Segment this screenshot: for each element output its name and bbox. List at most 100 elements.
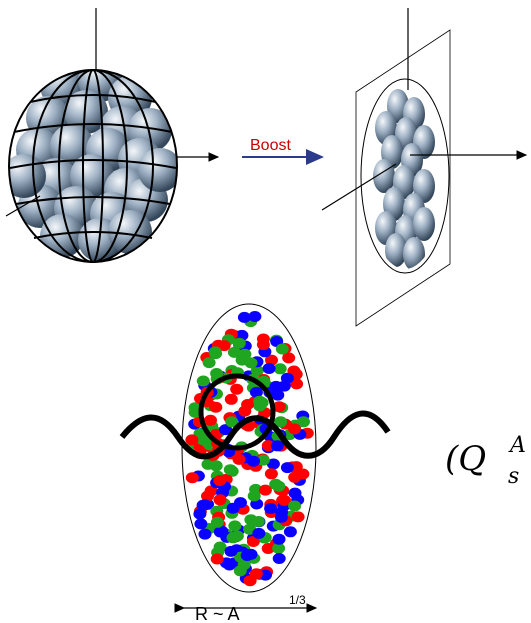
radius-exponent: 1/3: [289, 593, 306, 607]
parton: [252, 527, 266, 539]
parton: [210, 516, 224, 528]
parton: [278, 494, 291, 506]
parton: [224, 393, 238, 405]
parton: [249, 386, 263, 398]
parton: [297, 416, 310, 428]
nucleon: [108, 210, 152, 254]
parton: [280, 462, 294, 474]
parton: [213, 541, 227, 553]
parton: [226, 502, 240, 514]
parton: [225, 416, 239, 428]
parton: [215, 525, 229, 537]
parton: [204, 485, 218, 497]
parton: [291, 511, 305, 523]
parton: [188, 402, 202, 414]
parton: [247, 455, 260, 467]
boost-label: Boost: [250, 137, 291, 154]
parton: [238, 348, 252, 360]
parton-nucleus: R ~ A 1/3: [119, 303, 391, 623]
parton: [232, 337, 246, 349]
parton: [226, 532, 240, 544]
transverse-plane: [355, 29, 451, 327]
parton: [264, 468, 278, 480]
parton: [202, 357, 216, 369]
parton: [217, 340, 231, 352]
parton: [248, 311, 262, 322]
formula-subscript: s: [508, 464, 519, 489]
parton: [288, 471, 302, 483]
parton: [232, 453, 246, 465]
parton: [213, 475, 227, 486]
parton: [209, 460, 223, 472]
parton: [210, 553, 224, 565]
probe-resolution-circle: [198, 373, 276, 451]
contracted-nucleus: [321, 8, 528, 327]
parton: [228, 520, 242, 532]
parton: [262, 363, 276, 374]
y-axis-diagonal-boosted: [321, 163, 397, 211]
parton: [194, 518, 208, 530]
formula-superscript: A: [508, 433, 526, 458]
nucleons-contracted: [373, 89, 435, 269]
parton: [277, 380, 291, 392]
parton: [213, 494, 227, 506]
parton: [274, 416, 288, 428]
parton: [233, 565, 247, 577]
parton: [224, 545, 238, 557]
parton: [274, 511, 288, 523]
parton: [272, 553, 286, 564]
parton: [230, 383, 244, 395]
radius-label: R ~ A: [195, 604, 240, 623]
parton: [185, 434, 199, 446]
parton: [270, 440, 284, 452]
nucleon: [413, 207, 435, 241]
parton: [266, 458, 280, 470]
parton: [264, 503, 278, 514]
parton: [288, 487, 302, 499]
parton: [247, 490, 261, 502]
parton: [275, 343, 289, 355]
nucleon: [385, 233, 407, 267]
parton: [219, 424, 233, 436]
contracted-disk-outline: [360, 78, 450, 274]
parton: [256, 339, 270, 351]
parton: [249, 568, 263, 580]
parton: [253, 395, 267, 407]
parton: [223, 464, 237, 476]
y-axis-diagonal: [5, 195, 41, 217]
parton: [272, 533, 286, 545]
parton: [196, 375, 210, 387]
parton: [250, 365, 264, 377]
parton: [185, 472, 199, 484]
parton: [272, 401, 286, 413]
parton: [272, 542, 286, 554]
nucleon: [403, 237, 425, 269]
parton: [198, 528, 212, 540]
parton: [288, 423, 301, 435]
parton: [261, 440, 275, 452]
parton: [209, 401, 223, 413]
spherical-nucleus: [5, 8, 220, 263]
parton: [256, 454, 270, 466]
nucleon: [138, 148, 177, 192]
parton: [282, 352, 296, 364]
parton: [227, 346, 241, 358]
parton: [273, 363, 287, 375]
boost-indicator: Boost: [242, 137, 324, 165]
parton: [283, 526, 297, 538]
sphere-wireframe: [8, 69, 178, 263]
parton: [237, 311, 251, 323]
parton: [269, 478, 283, 490]
formula-open: (Q: [445, 439, 486, 479]
nucleon: [40, 214, 84, 258]
parton: [240, 550, 254, 561]
parton: [290, 378, 304, 390]
parton: [265, 354, 278, 366]
parton: [288, 500, 302, 512]
parton: [193, 508, 207, 520]
parton: [204, 414, 217, 426]
parton: [246, 536, 260, 547]
parton: [244, 357, 258, 369]
nucleon: [64, 90, 108, 134]
